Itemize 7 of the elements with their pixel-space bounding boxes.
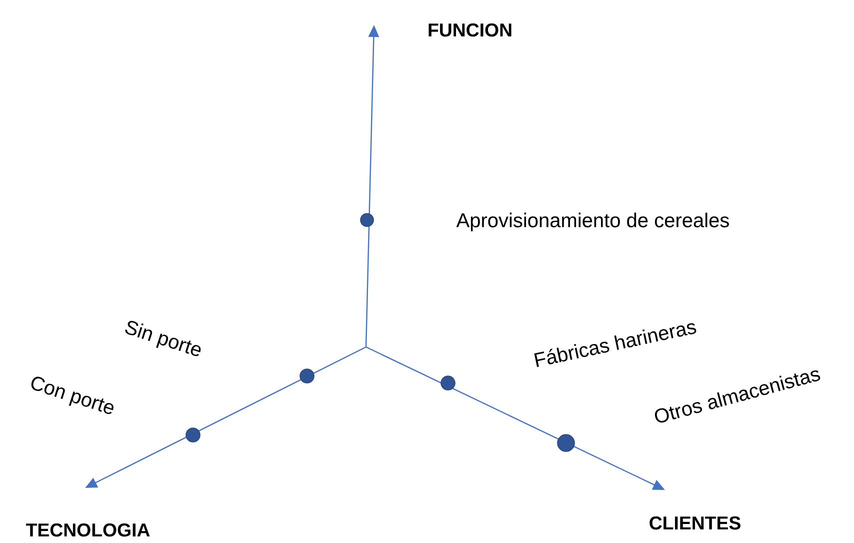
- category-label: Sin porte: [125, 320, 201, 356]
- category-label: Aprovisionamiento de cereales: [456, 212, 729, 232]
- axis-title: FUNCION: [428, 23, 512, 37]
- category-label: Con porte: [31, 376, 114, 414]
- axis-title: TECNOLOGIA: [26, 523, 150, 537]
- axis-title: CLIENTES: [650, 516, 740, 530]
- category-label: Fábricas harineras: [534, 323, 696, 367]
